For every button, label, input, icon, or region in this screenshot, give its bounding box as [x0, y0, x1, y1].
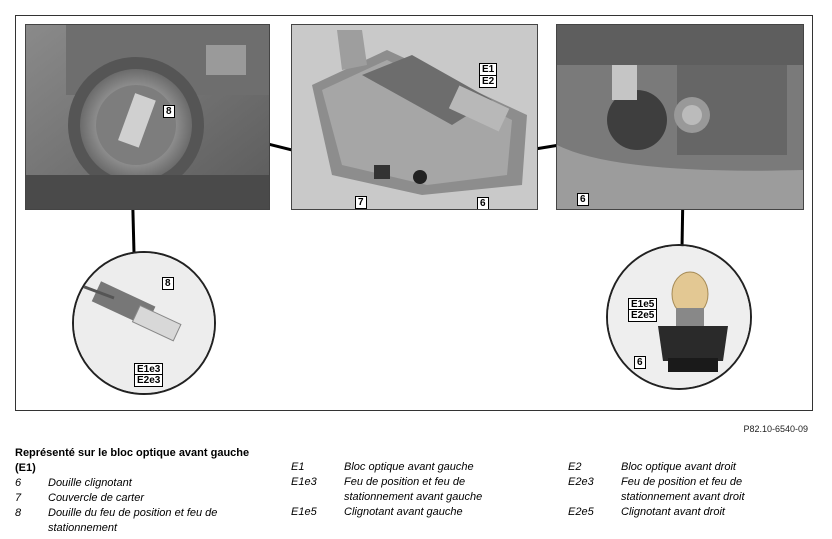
rear-photo [557, 25, 803, 209]
detail-circle-parking-bulb: 8 E1e3 E2e3 [72, 251, 216, 395]
legend-text: Clignotant avant gauche [344, 506, 463, 518]
figure-reference: P82.10-6540-09 [743, 424, 808, 434]
legend-text: Douille du feu de position et feu de sta… [48, 507, 218, 534]
legend-text: Feu de position et feu de stationnement … [344, 476, 483, 503]
callout-7: 7 [355, 196, 367, 209]
legend-heading: Représenté sur le bloc optique avant gau… [15, 447, 250, 474]
legend-key: E1 [291, 461, 305, 473]
legend-text: Douille clignotant [48, 477, 132, 489]
headlamp-photo [292, 25, 537, 209]
legend-key: 6 [15, 477, 22, 489]
legend-item: E1e5 Clignotant avant gauche [291, 505, 531, 520]
callout-E2e3: E2e3 [134, 374, 164, 387]
callout-8-detail: 8 [162, 277, 174, 290]
legend-key: 7 [15, 492, 22, 504]
legend-item: E1e3 Feu de position et feu de stationne… [291, 475, 531, 505]
legend-item: 7 Couvercle de carter [15, 491, 265, 506]
figure-frame: 8 E1 E2 7 6 6 [15, 15, 813, 411]
legend-key: 8 [15, 507, 22, 519]
callout-6-detail: 6 [634, 356, 646, 369]
legend-text: Feu de position et feu de stationnement … [621, 476, 745, 503]
legend-text: Bloc optique avant gauche [344, 461, 474, 473]
legend-column-2: E1 Bloc optique avant gauche E1e3 Feu de… [291, 460, 531, 520]
legend-text: Bloc optique avant droit [621, 461, 736, 473]
photo-socket-panel: 8 [25, 24, 270, 210]
legend-key: E2e3 [568, 476, 594, 488]
legend-key: E1e5 [291, 506, 317, 518]
legend-key: E2e5 [568, 506, 594, 518]
legend-text: Clignotant avant droit [621, 506, 725, 518]
photo-headlamp-panel: E1 E2 7 6 [291, 24, 538, 210]
legend-text: Couvercle de carter [48, 492, 144, 504]
legend-item: E2 Bloc optique avant droit [568, 460, 808, 475]
legend-key: E2 [568, 461, 582, 473]
legend-item: E2e5 Clignotant avant droit [568, 505, 808, 520]
legend-column-3: E2 Bloc optique avant droit E2e3 Feu de … [568, 460, 808, 520]
legend-item: E2e3 Feu de position et feu de stationne… [568, 475, 808, 505]
callout-E2e5: E2e5 [628, 309, 658, 322]
callout-6: 6 [477, 197, 489, 209]
photo-rear-panel: 6 [556, 24, 804, 210]
legend-item: 8 Douille du feu de position et feu de s… [15, 506, 265, 536]
legend-item: E1 Bloc optique avant gauche [291, 460, 531, 475]
socket-photo [26, 25, 269, 209]
legend-key: E1e3 [291, 476, 317, 488]
legend-item: 6 Douille clignotant [15, 476, 265, 491]
detail-circle-turn-bulb: E1e5 E2e5 6 [606, 244, 752, 390]
callout-8: 8 [163, 105, 175, 118]
callout-6-rear: 6 [577, 193, 589, 206]
legend-column-1: Représenté sur le bloc optique avant gau… [15, 446, 265, 536]
callout-E2: E2 [479, 75, 498, 88]
